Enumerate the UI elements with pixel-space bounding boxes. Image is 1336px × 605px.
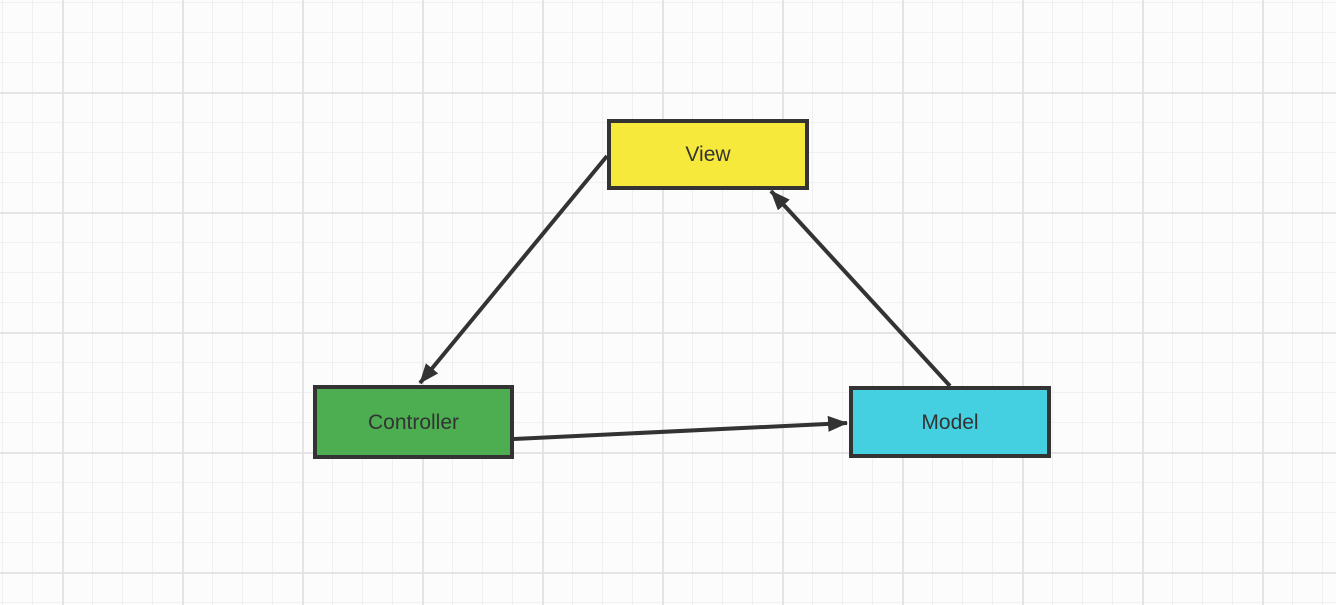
edge-model-to-view[interactable] [769, 189, 952, 388]
node-model-label: Model [921, 410, 979, 434]
node-view-label: View [685, 143, 731, 166]
node-controller-label: Controller [367, 410, 460, 434]
edge-controller-to-model[interactable] [513, 415, 848, 441]
node-controller[interactable]: Controller [313, 385, 514, 459]
edge-view-to-controller[interactable] [418, 154, 609, 385]
node-model[interactable]: Model [849, 386, 1051, 458]
node-view[interactable]: View [607, 119, 809, 190]
